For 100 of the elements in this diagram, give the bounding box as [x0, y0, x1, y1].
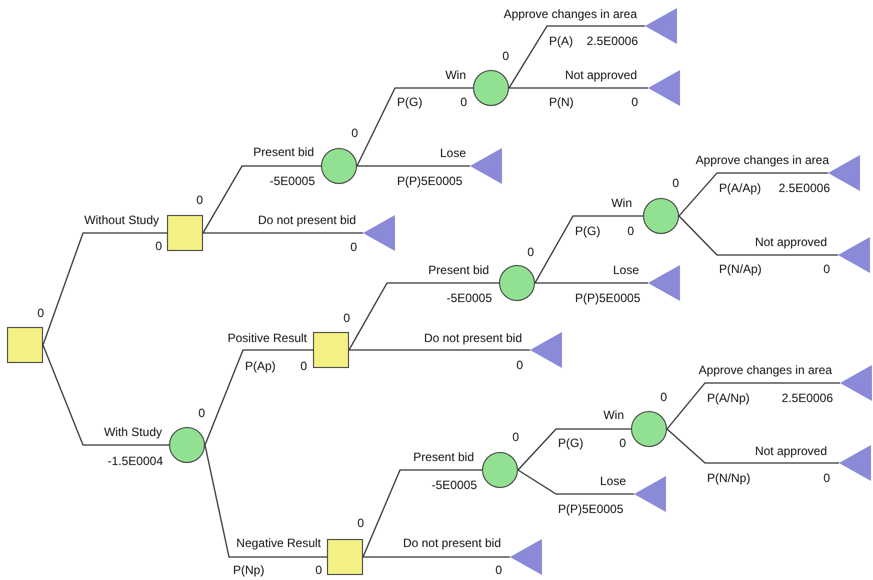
branch-value: 0: [460, 96, 467, 108]
branch-value: 0: [155, 240, 162, 252]
branch-line: [666, 382, 840, 430]
branch-value: 0: [351, 127, 358, 139]
branch-value: -1.5E0004: [108, 455, 163, 467]
branch-value: 2.5E0006: [586, 35, 638, 47]
branch-line: [349, 349, 530, 351]
end-triangle: [838, 237, 870, 273]
branch-line: [678, 216, 838, 256]
branch-line: [357, 165, 470, 167]
branch-value: 0: [300, 360, 307, 372]
end-triangle: [828, 155, 860, 191]
end-triangle: [530, 332, 562, 368]
branch-line: [666, 428, 839, 464]
branch-line: [356, 87, 473, 166]
chance-circle: [631, 411, 667, 447]
branch-value: -5E0005: [270, 175, 315, 187]
chance-circle: [482, 452, 518, 488]
chance-circle: [499, 265, 535, 301]
branch-line: [518, 469, 634, 495]
branch-label: Win: [610, 197, 633, 209]
branch-label: Approve changes in area: [698, 364, 833, 376]
branch-value: P(G): [575, 225, 600, 237]
branch-value: P(P)5E0005: [575, 292, 640, 304]
branch-label: Win: [602, 409, 625, 421]
branch-label: Negative Result: [235, 537, 322, 549]
branch-value: P(G): [558, 437, 584, 449]
branch-label: Lose: [598, 475, 627, 487]
branch-line: [518, 428, 631, 470]
branch-value: 0: [516, 359, 523, 371]
branch-value: P(A): [549, 35, 573, 47]
branch-label: Do not present bid: [422, 332, 523, 344]
decision-square: [167, 215, 203, 251]
branch-value: 0: [357, 517, 364, 529]
branch-value: 0: [350, 241, 357, 253]
decision-square: [313, 332, 349, 368]
branch-value: P(A/Ap): [719, 182, 762, 194]
branch-label: Present bid: [252, 146, 315, 158]
chance-circle: [473, 70, 509, 106]
branch-line: [202, 165, 321, 234]
branch-label: Present bid: [427, 264, 490, 276]
branch-label: Lose: [612, 264, 640, 276]
branch-label: Lose: [438, 147, 467, 159]
branch-line: [535, 282, 648, 284]
end-triangle: [839, 445, 871, 481]
branch-value: 0: [495, 564, 502, 576]
chance-circle: [321, 148, 357, 184]
branch-value: 0: [343, 312, 350, 324]
branch-line: [363, 556, 510, 558]
branch-label: Win: [444, 69, 467, 81]
branch-line: [204, 444, 327, 558]
branch-value: 0: [196, 194, 203, 206]
branch-value: -5E0005: [446, 292, 492, 304]
branch-value: 0: [198, 407, 205, 419]
branch-value: 2.5E0006: [778, 182, 830, 194]
branch-value: 0: [619, 437, 626, 449]
branch-label: Present bid: [412, 451, 475, 463]
branch-value: P(P)5E0005: [397, 175, 462, 187]
branch-line: [509, 87, 648, 89]
branch-line: [508, 25, 645, 88]
branch-value: P(P)5E0005: [558, 503, 624, 515]
decision-square: [327, 539, 363, 575]
end-triangle: [634, 476, 666, 512]
branch-label: Do not present bid: [402, 537, 502, 549]
branch-value: 0: [631, 96, 638, 108]
chance-circle: [643, 198, 679, 234]
branch-label: Not approved: [754, 236, 828, 248]
probability-label: P(N/Ap): [719, 263, 762, 275]
end-triangle: [840, 365, 872, 401]
branch-value: 2.5E0006: [782, 392, 833, 404]
branch-value: 0: [823, 472, 830, 484]
branch-line: [362, 469, 482, 558]
branch-label: Approve changes in area: [502, 8, 638, 20]
branch-value: 0: [37, 307, 44, 319]
branch-value: 0: [627, 225, 634, 237]
branch-value: 0: [512, 431, 519, 443]
branch-line: [534, 215, 643, 284]
probability-label: P(N): [549, 96, 574, 108]
branch-value: -5E0005: [432, 479, 477, 491]
branch-line: [678, 172, 828, 216]
branch-value: 0: [527, 246, 534, 258]
branch-value: 0: [502, 50, 509, 62]
branch-value: 0: [315, 564, 322, 576]
branch-value: 0: [823, 263, 830, 275]
branch-label: Positive Result: [226, 332, 308, 344]
end-triangle: [648, 70, 680, 106]
end-triangle: [363, 215, 395, 251]
branch-value: P(G): [397, 96, 422, 108]
branch-label: Approve changes in area: [694, 154, 830, 166]
branch-line: [348, 282, 499, 350]
branch-label: Not approved: [564, 69, 638, 81]
end-triangle: [648, 265, 680, 301]
branch-value: P(A/Np): [707, 392, 750, 404]
branch-label: Not approved: [754, 445, 828, 457]
branch-line: [204, 349, 313, 446]
branch-label: With Study: [102, 426, 163, 438]
decision-square: [7, 327, 43, 363]
branch-line: [203, 232, 363, 234]
end-triangle: [470, 148, 502, 184]
branch-line: [42, 344, 169, 446]
